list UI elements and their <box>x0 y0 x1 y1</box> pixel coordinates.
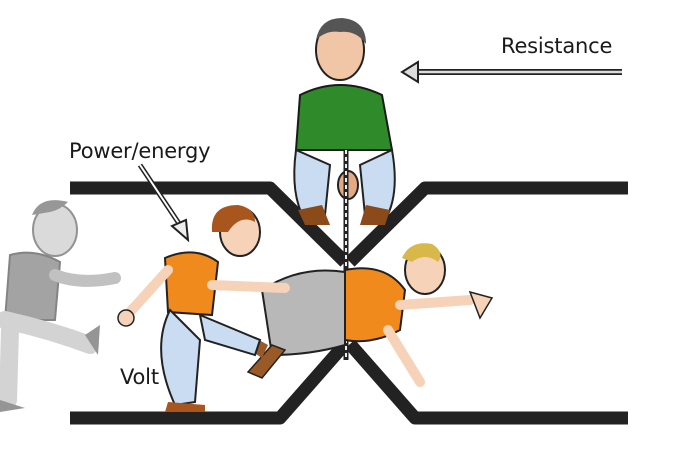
power-arrow <box>137 163 190 243</box>
pipe <box>70 181 628 425</box>
volt-label: Volt <box>120 365 159 389</box>
pipe-top-wall <box>70 181 628 267</box>
volt-figure <box>117 205 290 412</box>
power-energy-label: Power/energy <box>69 139 211 163</box>
resistance-arrow <box>400 60 622 84</box>
resistor-figure <box>293 18 396 360</box>
pipe-bottom-wall <box>70 339 628 425</box>
resistance-label: Resistance <box>501 34 613 58</box>
ghost-figure <box>0 200 121 412</box>
